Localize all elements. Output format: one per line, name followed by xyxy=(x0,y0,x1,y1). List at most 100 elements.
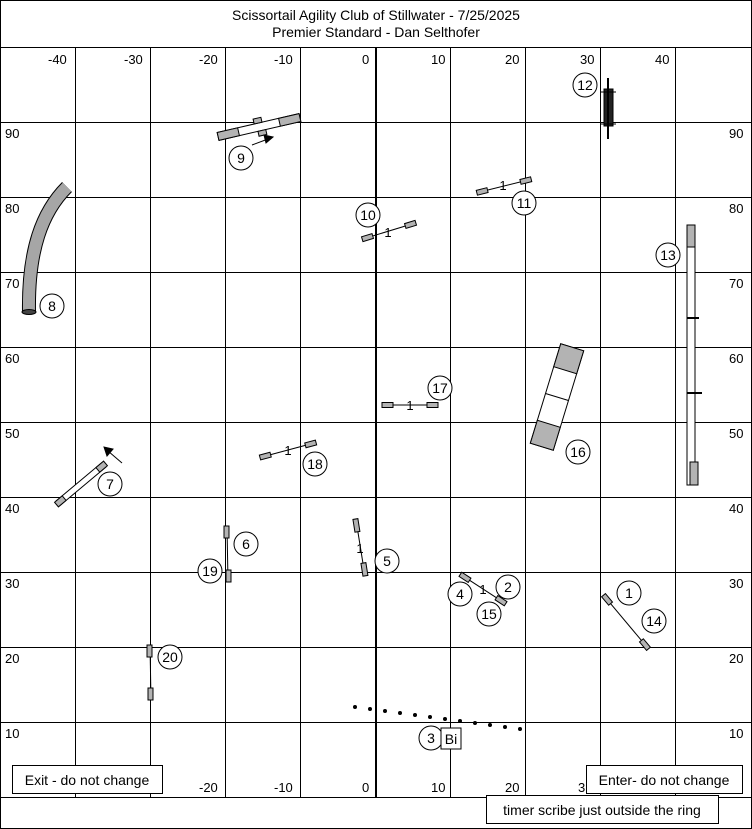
obstacle-number-15-label: 15 xyxy=(481,606,497,622)
obstacle-number-10-label: 10 xyxy=(360,207,376,223)
obstacle-number-13-label: 13 xyxy=(660,247,676,263)
start-line-dots xyxy=(353,705,522,731)
arrow-7-head xyxy=(103,446,114,457)
dogwalk-13-contact xyxy=(686,224,696,248)
y-tick-left: 20 xyxy=(5,651,19,666)
obstacle-number-18 xyxy=(302,451,328,477)
obstacle-number-2-label: 2 xyxy=(504,579,512,595)
bi-label: Bi xyxy=(445,731,457,747)
y-tick-left: 60 xyxy=(5,351,19,366)
obstacle-number-1-label: 1 xyxy=(625,585,633,601)
obstacle-number-11 xyxy=(511,190,537,216)
jump-20 xyxy=(146,644,154,701)
y-tick-left: 90 xyxy=(5,126,19,141)
x-tick-top: 20 xyxy=(505,52,519,67)
x-tick-top: -20 xyxy=(199,52,218,67)
jump-gap-label: 1 xyxy=(499,178,506,193)
obstacle-number-8-label: 8 xyxy=(48,298,56,314)
obstacle-number-18-label: 18 xyxy=(307,456,323,472)
x-tick-bottom: -20 xyxy=(199,780,218,795)
jump-18 xyxy=(258,439,318,461)
y-tick-right: 10 xyxy=(729,726,743,741)
obstacle-number-8 xyxy=(39,293,65,319)
obstacle-number-2 xyxy=(495,574,521,600)
obstacle-number-13 xyxy=(655,242,681,268)
x-tick-top: 10 xyxy=(431,52,445,67)
x-tick-top: 0 xyxy=(362,52,369,67)
obstacle-number-12-label: 12 xyxy=(577,77,593,93)
timer-note: timer scribe just outside the ring xyxy=(503,802,701,818)
obstacle-number-5 xyxy=(374,548,400,574)
tunnel-8-fill xyxy=(22,182,72,313)
obstacle-number-12 xyxy=(572,72,598,98)
x-tick-top: 30 xyxy=(580,52,594,67)
arrow-7 xyxy=(107,450,123,464)
obstacle-number-16 xyxy=(565,439,591,465)
obstacle-number-20-label: 20 xyxy=(162,649,178,665)
course-title: Scissortail Agility Club of Stillwater -… xyxy=(232,7,520,23)
obstacle-number-3-label: 3 xyxy=(427,730,435,746)
y-tick-right: 80 xyxy=(729,201,743,216)
x-tick-bottom: 3 xyxy=(578,780,585,795)
jump-gap-label: 1 xyxy=(284,443,291,458)
jump-6-19 xyxy=(223,525,232,583)
arrow-9-head xyxy=(263,134,275,144)
jump-gap-label: 1 xyxy=(406,398,413,413)
jump-11 xyxy=(475,176,533,196)
enter-note: Enter- do not change xyxy=(599,772,730,788)
obstacle-number-19-label: 19 xyxy=(202,563,218,579)
jump-1-14 xyxy=(600,592,652,652)
jump-gap-label: 1 xyxy=(384,225,391,240)
y-tick-left: 40 xyxy=(5,501,19,516)
jump-5 xyxy=(352,518,369,577)
timer-box xyxy=(486,795,719,824)
obstacle-number-7 xyxy=(97,471,123,497)
obstacle-number-17-label: 17 xyxy=(432,380,448,396)
obstacle-number-16-label: 16 xyxy=(570,444,586,460)
obstacle-number-10 xyxy=(355,202,381,228)
obstacle-number-5-label: 5 xyxy=(383,553,391,569)
obstacle-number-6-label: 6 xyxy=(242,536,250,552)
y-tick-right: 20 xyxy=(729,651,743,666)
obstacle-number-9 xyxy=(228,145,254,171)
bi-box xyxy=(440,727,462,750)
x-tick-top: -40 xyxy=(48,52,67,67)
dogwalk-13 xyxy=(686,224,696,486)
x-tick-bottom: 20 xyxy=(505,780,519,795)
y-tick-left: 70 xyxy=(5,276,19,291)
jump-2-4-15 xyxy=(458,571,508,607)
exit-note: Exit - do not change xyxy=(25,772,150,788)
jump-10 xyxy=(360,219,418,243)
x-tick-bottom: -10 xyxy=(274,780,293,795)
y-tick-right: 40 xyxy=(729,501,743,516)
dogwalk-13-contact xyxy=(689,461,699,486)
tunnel-8-end xyxy=(21,309,37,315)
aframe-16 xyxy=(529,343,585,451)
y-tick-right: 50 xyxy=(729,426,743,441)
obstacle-number-17 xyxy=(427,375,453,401)
enter-box xyxy=(586,765,743,794)
obstacle-number-4-label: 4 xyxy=(456,586,464,602)
y-tick-left: 30 xyxy=(5,576,19,591)
obstacle-number-11-label: 11 xyxy=(517,195,532,211)
broad-jump-9 xyxy=(216,113,302,141)
x-tick-top: -30 xyxy=(124,52,143,67)
obstacle-number-19 xyxy=(197,558,223,584)
y-tick-right: 60 xyxy=(729,351,743,366)
exit-box xyxy=(12,765,163,794)
obstacle-number-6 xyxy=(233,531,259,557)
x-tick-bottom: 10 xyxy=(431,780,445,795)
course-subtitle: Premier Standard - Dan Selthofer xyxy=(272,24,480,40)
jump-7 xyxy=(53,460,109,508)
x-tick-top: 40 xyxy=(655,52,669,67)
jump-gap-label: 1 xyxy=(479,582,486,597)
jump-gap-label: 1 xyxy=(356,541,363,556)
jump-17 xyxy=(381,402,439,408)
obstacle-number-1 xyxy=(616,580,642,606)
obstacle-number-9-label: 9 xyxy=(237,150,245,166)
y-tick-left: 50 xyxy=(5,426,19,441)
obstacle-number-14 xyxy=(641,608,667,634)
x-tick-bottom: 0 xyxy=(362,780,369,795)
